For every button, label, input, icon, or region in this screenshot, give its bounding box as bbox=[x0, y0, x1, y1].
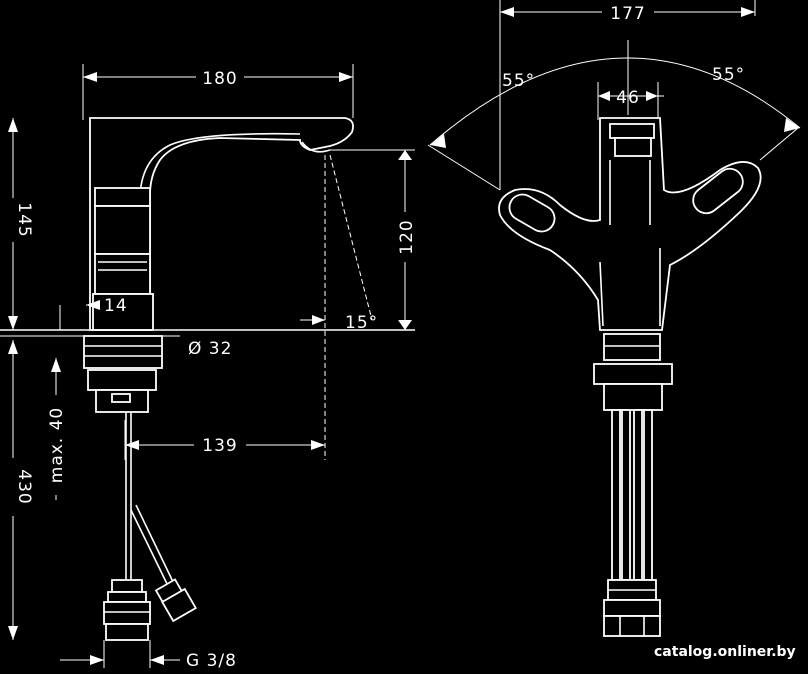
dim-width-top: 180 bbox=[82, 64, 354, 120]
label-spout-height: 120 bbox=[397, 219, 417, 254]
watermark: catalog.onliner.by bbox=[654, 644, 796, 660]
dim-spout-height: 120 bbox=[330, 149, 417, 330]
label-angle-left: 55° bbox=[502, 71, 535, 91]
front-mounting-hardware bbox=[593, 333, 673, 637]
label-width-top: 180 bbox=[202, 69, 237, 89]
faucet-front-body bbox=[498, 117, 762, 331]
dim-handle-angles: 55° 55° bbox=[427, 40, 801, 191]
label-height-total: 145 bbox=[14, 202, 34, 237]
label-hose-length: 430 bbox=[14, 469, 34, 504]
dim-side-width: 177 bbox=[499, 0, 756, 190]
label-max-thickness: max. 40 bbox=[47, 407, 67, 483]
faucet-side-body bbox=[89, 117, 354, 331]
dim-max-thickness: max. 40 bbox=[44, 358, 68, 500]
label-body-width: 46 bbox=[616, 88, 640, 108]
label-thread: G 3/8 bbox=[186, 651, 237, 671]
dim-body-width: 46 bbox=[597, 82, 664, 120]
label-side-width: 177 bbox=[610, 4, 645, 24]
label-angle-right: 55° bbox=[712, 65, 745, 85]
dim-hose-length: 430 bbox=[2, 340, 34, 640]
label-reach: 139 bbox=[202, 436, 237, 456]
supply-hoses bbox=[103, 412, 197, 641]
dim-base-offset: 14 bbox=[59, 296, 128, 330]
mounting-hardware bbox=[83, 335, 163, 413]
label-hole-diameter: Ø 32 bbox=[188, 339, 232, 359]
label-base-offset: 14 bbox=[104, 296, 128, 316]
label-angle: 15° bbox=[345, 313, 378, 333]
dim-reach: 139 bbox=[124, 420, 325, 460]
dim-height-total: 145 bbox=[2, 118, 34, 330]
dim-thread: G 3/8 bbox=[60, 640, 237, 671]
dim-angle: 15° bbox=[300, 154, 378, 460]
